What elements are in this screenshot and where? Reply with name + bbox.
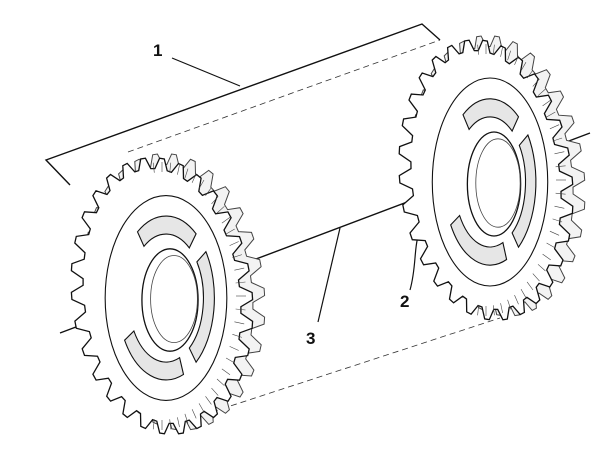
shade-stroke [184,168,189,179]
shade-stroke [205,396,212,405]
shade-stroke [191,409,197,419]
arc-slot-1 [136,215,197,249]
shade-stroke [169,419,172,430]
hub-bore [141,248,199,352]
shade-stroke [552,218,563,223]
shade-stroke [546,111,556,118]
shade-stroke [514,55,519,66]
shade-stroke [234,321,245,325]
shade-stroke [507,50,511,61]
shade-stroke [184,413,189,424]
shade-stroke [225,357,235,364]
shade-stroke [493,44,495,55]
shade-stroke [520,288,527,298]
callout-2: 2 [400,292,409,311]
shade-stroke [542,253,551,261]
shade-stroke [235,281,246,284]
shade-stroke [211,387,219,396]
hub-bore [466,131,522,237]
shade-stroke [177,164,180,175]
dashed-envelope [127,39,501,413]
callout-1: 1 [153,41,162,60]
arc-slot-1 [462,98,520,133]
inner-ring [104,195,228,401]
shade-stroke [191,173,197,183]
shade-stroke [532,78,540,87]
leader-line-1 [171,57,241,87]
shade-stroke [520,62,527,72]
tooth-shading [152,162,246,430]
shade-stroke [232,334,242,338]
shade-stroke [542,99,551,107]
hub-bore-inner [475,138,521,228]
shade-stroke [532,273,540,282]
sprocket-right [398,35,586,321]
shade-stroke [526,69,534,79]
shade-stroke [152,419,155,430]
shade-stroke [216,378,225,386]
shade-stroke [514,294,519,305]
shade-stroke [537,88,546,96]
shade-stroke [169,162,172,173]
shade-stroke [477,44,479,55]
inner-ring [431,77,549,287]
shade-stroke [546,242,556,249]
shade-stroke [221,368,231,376]
sprocket-left [70,153,266,435]
shade-stroke [537,264,546,272]
shade-stroke [225,228,235,235]
shade-stroke [216,206,225,214]
hub-bore-inner [150,255,198,343]
shade-stroke [211,196,219,205]
shade-stroke [152,162,155,173]
shade-stroke [493,305,495,316]
bracket-line [44,23,441,186]
arc-slot-3 [450,214,508,266]
dashed-top-line [127,39,441,153]
callout-3: 3 [306,329,315,348]
tooth-shading [477,44,566,316]
shade-stroke [235,308,246,311]
shade-stroke [507,299,511,310]
shade-stroke [549,124,560,130]
shade-stroke [554,151,565,155]
shade-stroke [177,417,180,428]
shade-stroke [205,187,212,196]
shade-stroke [555,192,566,195]
shade-stroke [526,281,534,291]
shade-stroke [198,403,205,413]
shade-stroke [549,230,560,236]
shade-stroke [229,346,239,351]
shade-stroke [221,216,231,224]
shade-stroke [232,254,242,258]
shade-stroke [552,137,563,142]
shade-stroke [229,241,239,246]
shade-stroke [554,205,565,209]
shade-stroke [555,165,566,168]
dashed-bottom-line [211,317,501,413]
leader-line-3 [317,227,341,323]
arc-slot-3 [123,329,185,381]
shade-stroke [500,46,503,57]
shade-stroke [477,305,479,316]
shade-stroke [198,179,205,189]
shade-stroke [234,267,245,271]
shade-stroke [500,303,503,314]
arc-slot-2 [188,250,215,364]
arc-slot-2 [511,133,537,249]
